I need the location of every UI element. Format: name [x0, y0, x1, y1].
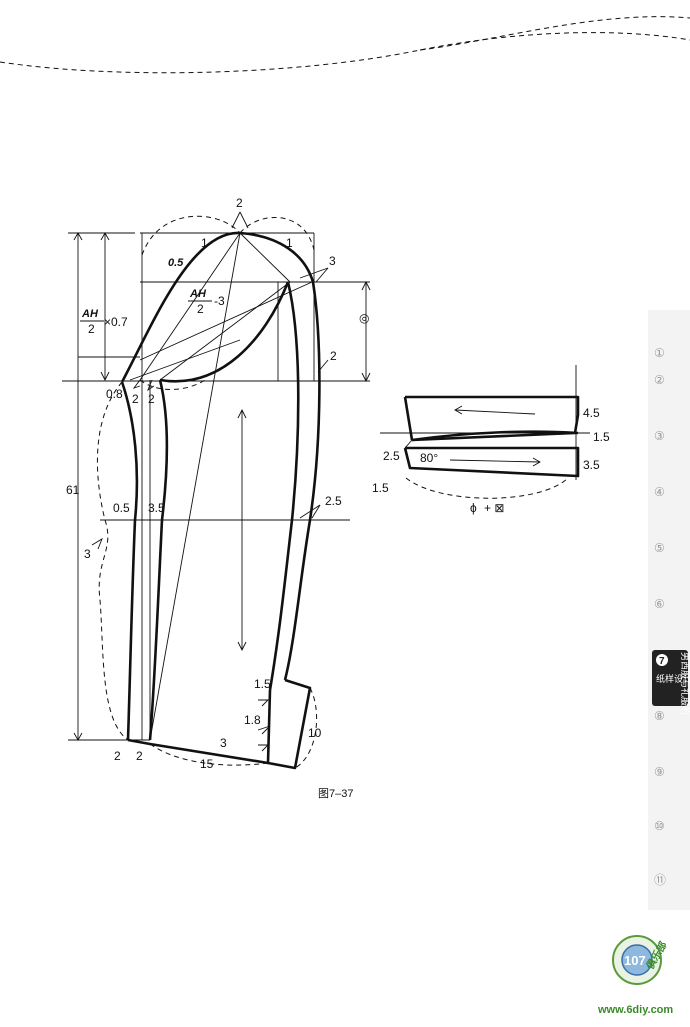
chapter-tab-8[interactable]: ⑧ — [654, 709, 665, 723]
cuff-pattern: ϕ — [380, 365, 590, 515]
chapter-tab-11[interactable]: ⑪ — [654, 873, 666, 887]
label-1-8: 1.8 — [244, 713, 261, 727]
chapter-tab-5[interactable]: ⑤ — [654, 541, 665, 555]
label-ah-num: AH — [81, 308, 99, 320]
label-3: 3 — [220, 736, 227, 750]
cuff-label-formula: + ⊠ — [484, 501, 504, 515]
label-10: 10 — [308, 726, 322, 740]
label-15: 15 — [200, 757, 214, 771]
sleeve-labels: 2 1 1 3 0.5 AH 2 -3 AH 2 ×0.7 ◎ 2 0.8 2 … — [66, 196, 369, 771]
chapter-tab-strip — [648, 310, 690, 910]
cuff-phi-symbol: ϕ — [470, 501, 477, 515]
label-ah-mult: ×0.7 — [104, 315, 128, 329]
cuff-label-4-5: 4.5 — [583, 406, 600, 420]
label-ah-num2: AH — [189, 288, 207, 300]
chapter-tab-3[interactable]: ③ — [654, 429, 665, 443]
label-circle-symbol: ◎ — [359, 311, 369, 325]
label-elbow-2-5: 2.5 — [325, 494, 342, 508]
cuff-label-1-5a: 1.5 — [593, 430, 610, 444]
chapter-tab-4[interactable]: ④ — [654, 485, 665, 499]
cuff-label-1-5b: 1.5 — [372, 481, 389, 495]
chapter-tab-6[interactable]: ⑥ — [654, 597, 665, 611]
label-total-61: 61 — [66, 483, 80, 497]
chapter-tab-9[interactable]: ⑨ — [654, 765, 665, 779]
label-1-5: 1.5 — [254, 677, 271, 691]
cuff-label-3-5: 3.5 — [583, 458, 600, 472]
label-2b: 2 — [148, 392, 155, 406]
label-cap-3: 3 — [329, 254, 336, 268]
label-cap-1-right: 1 — [286, 236, 293, 250]
chapter-active-line1: 男西服与礼服的 — [679, 652, 690, 715]
label-ah-minus: -3 — [214, 294, 225, 308]
page-badge: 107 俱乐部 www.6diy.com — [597, 935, 673, 1016]
chapter-tab-1[interactable]: ① — [654, 346, 665, 360]
cuff-label-angle: 80° — [420, 451, 438, 465]
cuff-label-2-5: 2.5 — [383, 449, 400, 463]
label-bottom-2b: 2 — [136, 749, 143, 763]
label-left-3: 3 — [84, 547, 91, 561]
label-2a: 2 — [132, 392, 139, 406]
label-0-8: 0.8 — [106, 387, 123, 401]
label-elbow-3-5: 3.5 — [148, 501, 165, 515]
chapter-tab-2[interactable]: ② — [654, 373, 665, 387]
label-top-2: 2 — [236, 196, 243, 210]
label-cap-2-right: 2 — [330, 349, 337, 363]
label-bottom-2a: 2 — [114, 749, 121, 763]
top-dashed-border-2 — [419, 16, 690, 51]
label-ah-den: 2 — [88, 322, 95, 336]
watermark-url: www.6diy.com — [597, 1004, 673, 1016]
figure-caption: 图7–37 — [318, 787, 353, 800]
sleeve-pattern — [62, 211, 371, 770]
top-dashed-border — [0, 32, 690, 74]
chapter-tabs: ① ② ③ ④ ⑤ ⑥ 7 男西服与礼服的 纸样设计 ⑧ ⑨ ⑩ ⑪ — [652, 346, 690, 887]
label-elbow-0-5: 0.5 — [113, 501, 130, 515]
label-ah-den2: 2 — [197, 302, 204, 316]
label-cap-1-left: 1 — [201, 236, 208, 250]
chapter-tab-active[interactable]: 7 男西服与礼服的 纸样设计 — [652, 650, 690, 715]
cuff-labels: 4.5 1.5 2.5 80° 3.5 1.5 + ⊠ — [372, 406, 610, 515]
chapter-active-number: 7 — [659, 656, 665, 667]
page-number: 107 — [624, 953, 646, 968]
chapter-tab-10[interactable]: ⑩ — [654, 819, 665, 833]
chapter-active-line2: 纸样设计 — [656, 673, 690, 685]
label-cap-offset: 0.5 — [168, 257, 184, 269]
